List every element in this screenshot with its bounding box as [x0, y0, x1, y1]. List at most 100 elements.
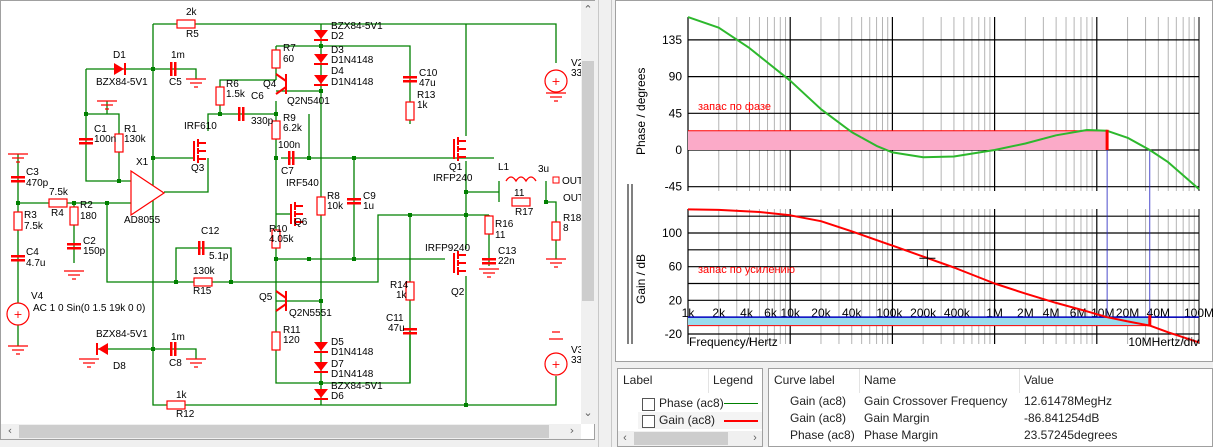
wire: [207, 113, 276, 131]
vertical-scroll-thumb[interactable]: [582, 61, 594, 301]
component-label: 8: [563, 223, 569, 234]
phase-visibility-checkbox[interactable]: [642, 398, 655, 411]
cell-curve-label: Gain (ac8): [790, 411, 847, 425]
capacitor-plate: [170, 342, 173, 356]
component-label: V4: [31, 291, 44, 302]
diode-bar: [314, 351, 328, 353]
junction-dot: [274, 257, 278, 261]
table-row[interactable]: Gain (ac8) Gain Margin -86.841254dB: [769, 411, 1212, 428]
battery-icon: [549, 331, 563, 340]
column-header-value[interactable]: Value: [1024, 373, 1054, 387]
component-label: D1N4148: [331, 55, 374, 66]
diode-icon: [314, 342, 328, 351]
phase-tick-label: 0: [675, 143, 682, 157]
component-label: X1: [136, 157, 149, 168]
gain-tick-label: -20: [665, 327, 683, 341]
resistor: [511, 197, 531, 207]
component-label: 3u: [538, 164, 549, 175]
component-label: C11: [386, 313, 404, 324]
component-label: 1m: [171, 50, 185, 61]
component-label: R5: [186, 29, 199, 40]
scroll-right-icon[interactable]: ›: [569, 424, 575, 437]
capacitor-plate: [347, 198, 361, 201]
scroll-left-icon[interactable]: ‹: [623, 432, 627, 444]
capacitor-plate: [174, 62, 177, 76]
component-label: C13: [498, 246, 517, 257]
resistor: [271, 120, 281, 140]
component-label: Q5: [259, 292, 273, 303]
component-label: D1N4148: [331, 77, 374, 88]
plus-sign: +: [13, 308, 22, 321]
component-label: Q1: [449, 162, 463, 173]
bjt-icon: [275, 73, 287, 95]
panel-splitter[interactable]: [598, 0, 612, 447]
diode-icon: [314, 389, 328, 398]
component-label: OUT: [562, 176, 581, 187]
component-label: 10k: [327, 201, 344, 212]
component-label: R10: [269, 224, 288, 235]
component-label: BZX84-5V1: [96, 77, 148, 88]
table-row[interactable]: Phase (ac8) Phase Margin 23.57245degrees: [769, 428, 1212, 445]
junction-dot: [117, 179, 121, 183]
component-label: 130k: [193, 266, 216, 277]
component-label: 1k: [417, 100, 429, 111]
component-label: 100n: [94, 134, 116, 145]
vertical-scrollbar[interactable]: ⌃ ⌄: [581, 1, 595, 424]
ground-icon: [186, 358, 206, 368]
component-label: R17: [515, 207, 534, 218]
legend-label: Gain (ac8): [659, 413, 716, 427]
legend-header-legend[interactable]: Legend: [713, 373, 754, 387]
junction-dot: [464, 213, 468, 217]
legend-header-label[interactable]: Label: [623, 373, 653, 387]
component-label: IRF540: [286, 178, 319, 189]
table-row[interactable]: Gain (ac8) Gain Crossover Frequency 12.6…: [769, 394, 1212, 411]
phase-tick-label: 90: [669, 70, 683, 84]
component-label: 150p: [83, 246, 106, 257]
diode-bar: [124, 63, 126, 75]
scroll-left-icon[interactable]: ‹: [7, 424, 13, 437]
component-label: D2: [331, 31, 344, 42]
legend-hscrollbar[interactable]: ‹ ›: [618, 431, 762, 446]
column-header-curve-label[interactable]: Curve label: [774, 373, 835, 387]
legend-scroll-thumb[interactable]: [634, 432, 728, 445]
scroll-down-icon[interactable]: ⌄: [583, 406, 593, 419]
measurements-table: Curve label Name Value Gain (ac8) Gain C…: [768, 368, 1213, 447]
legend-row-phase[interactable]: Phase (ac8): [618, 395, 762, 412]
column-header-name[interactable]: Name: [864, 373, 897, 387]
phase-axis-label: Phase / degrees: [634, 68, 648, 155]
horizontal-scroll-thumb[interactable]: [19, 425, 549, 438]
resistor: [215, 86, 225, 106]
scroll-up-icon[interactable]: ⌃: [583, 3, 593, 16]
schematic-canvas[interactable]: +++2kR5D1BZX84-5V11mC5C1100nR1130kR61.5k…: [1, 1, 581, 424]
x-axis-label: Frequency/Hertz: [689, 335, 778, 349]
component-label: Q4: [263, 79, 277, 90]
cell-value: 12.61478MegHz: [1024, 394, 1113, 408]
component-label: 2k: [186, 7, 198, 18]
gain-visibility-checkbox[interactable]: [642, 415, 655, 428]
mosfet-icon: [193, 139, 206, 163]
capacitor-plate: [403, 328, 417, 331]
legend-row-gain[interactable]: Gain (ac8): [638, 412, 762, 429]
capacitor-plate: [11, 255, 25, 258]
output-port-icon: [552, 176, 560, 184]
resistor: [405, 101, 415, 121]
diode-icon: [314, 75, 328, 84]
resistor: [69, 206, 79, 226]
scroll-right-icon[interactable]: ›: [753, 432, 757, 444]
component-label: D1N4148: [331, 347, 374, 358]
diode-bar: [314, 84, 328, 86]
component-label: 470p: [26, 178, 49, 189]
ground-icon: [479, 268, 499, 278]
mosfet-icon: [453, 137, 466, 161]
component-label: IRF610: [184, 121, 217, 132]
phase-tick-label: 45: [669, 106, 683, 120]
horizontal-scrollbar[interactable]: ‹ ›: [1, 424, 581, 439]
component-label: R15: [193, 286, 212, 297]
component-label: 11: [495, 230, 506, 241]
capacitor-plate: [198, 241, 201, 255]
component-label: 100n: [278, 140, 300, 151]
wire: [96, 348, 197, 359]
component-label: R2: [80, 200, 93, 211]
component-label: 6.2k: [283, 123, 303, 134]
